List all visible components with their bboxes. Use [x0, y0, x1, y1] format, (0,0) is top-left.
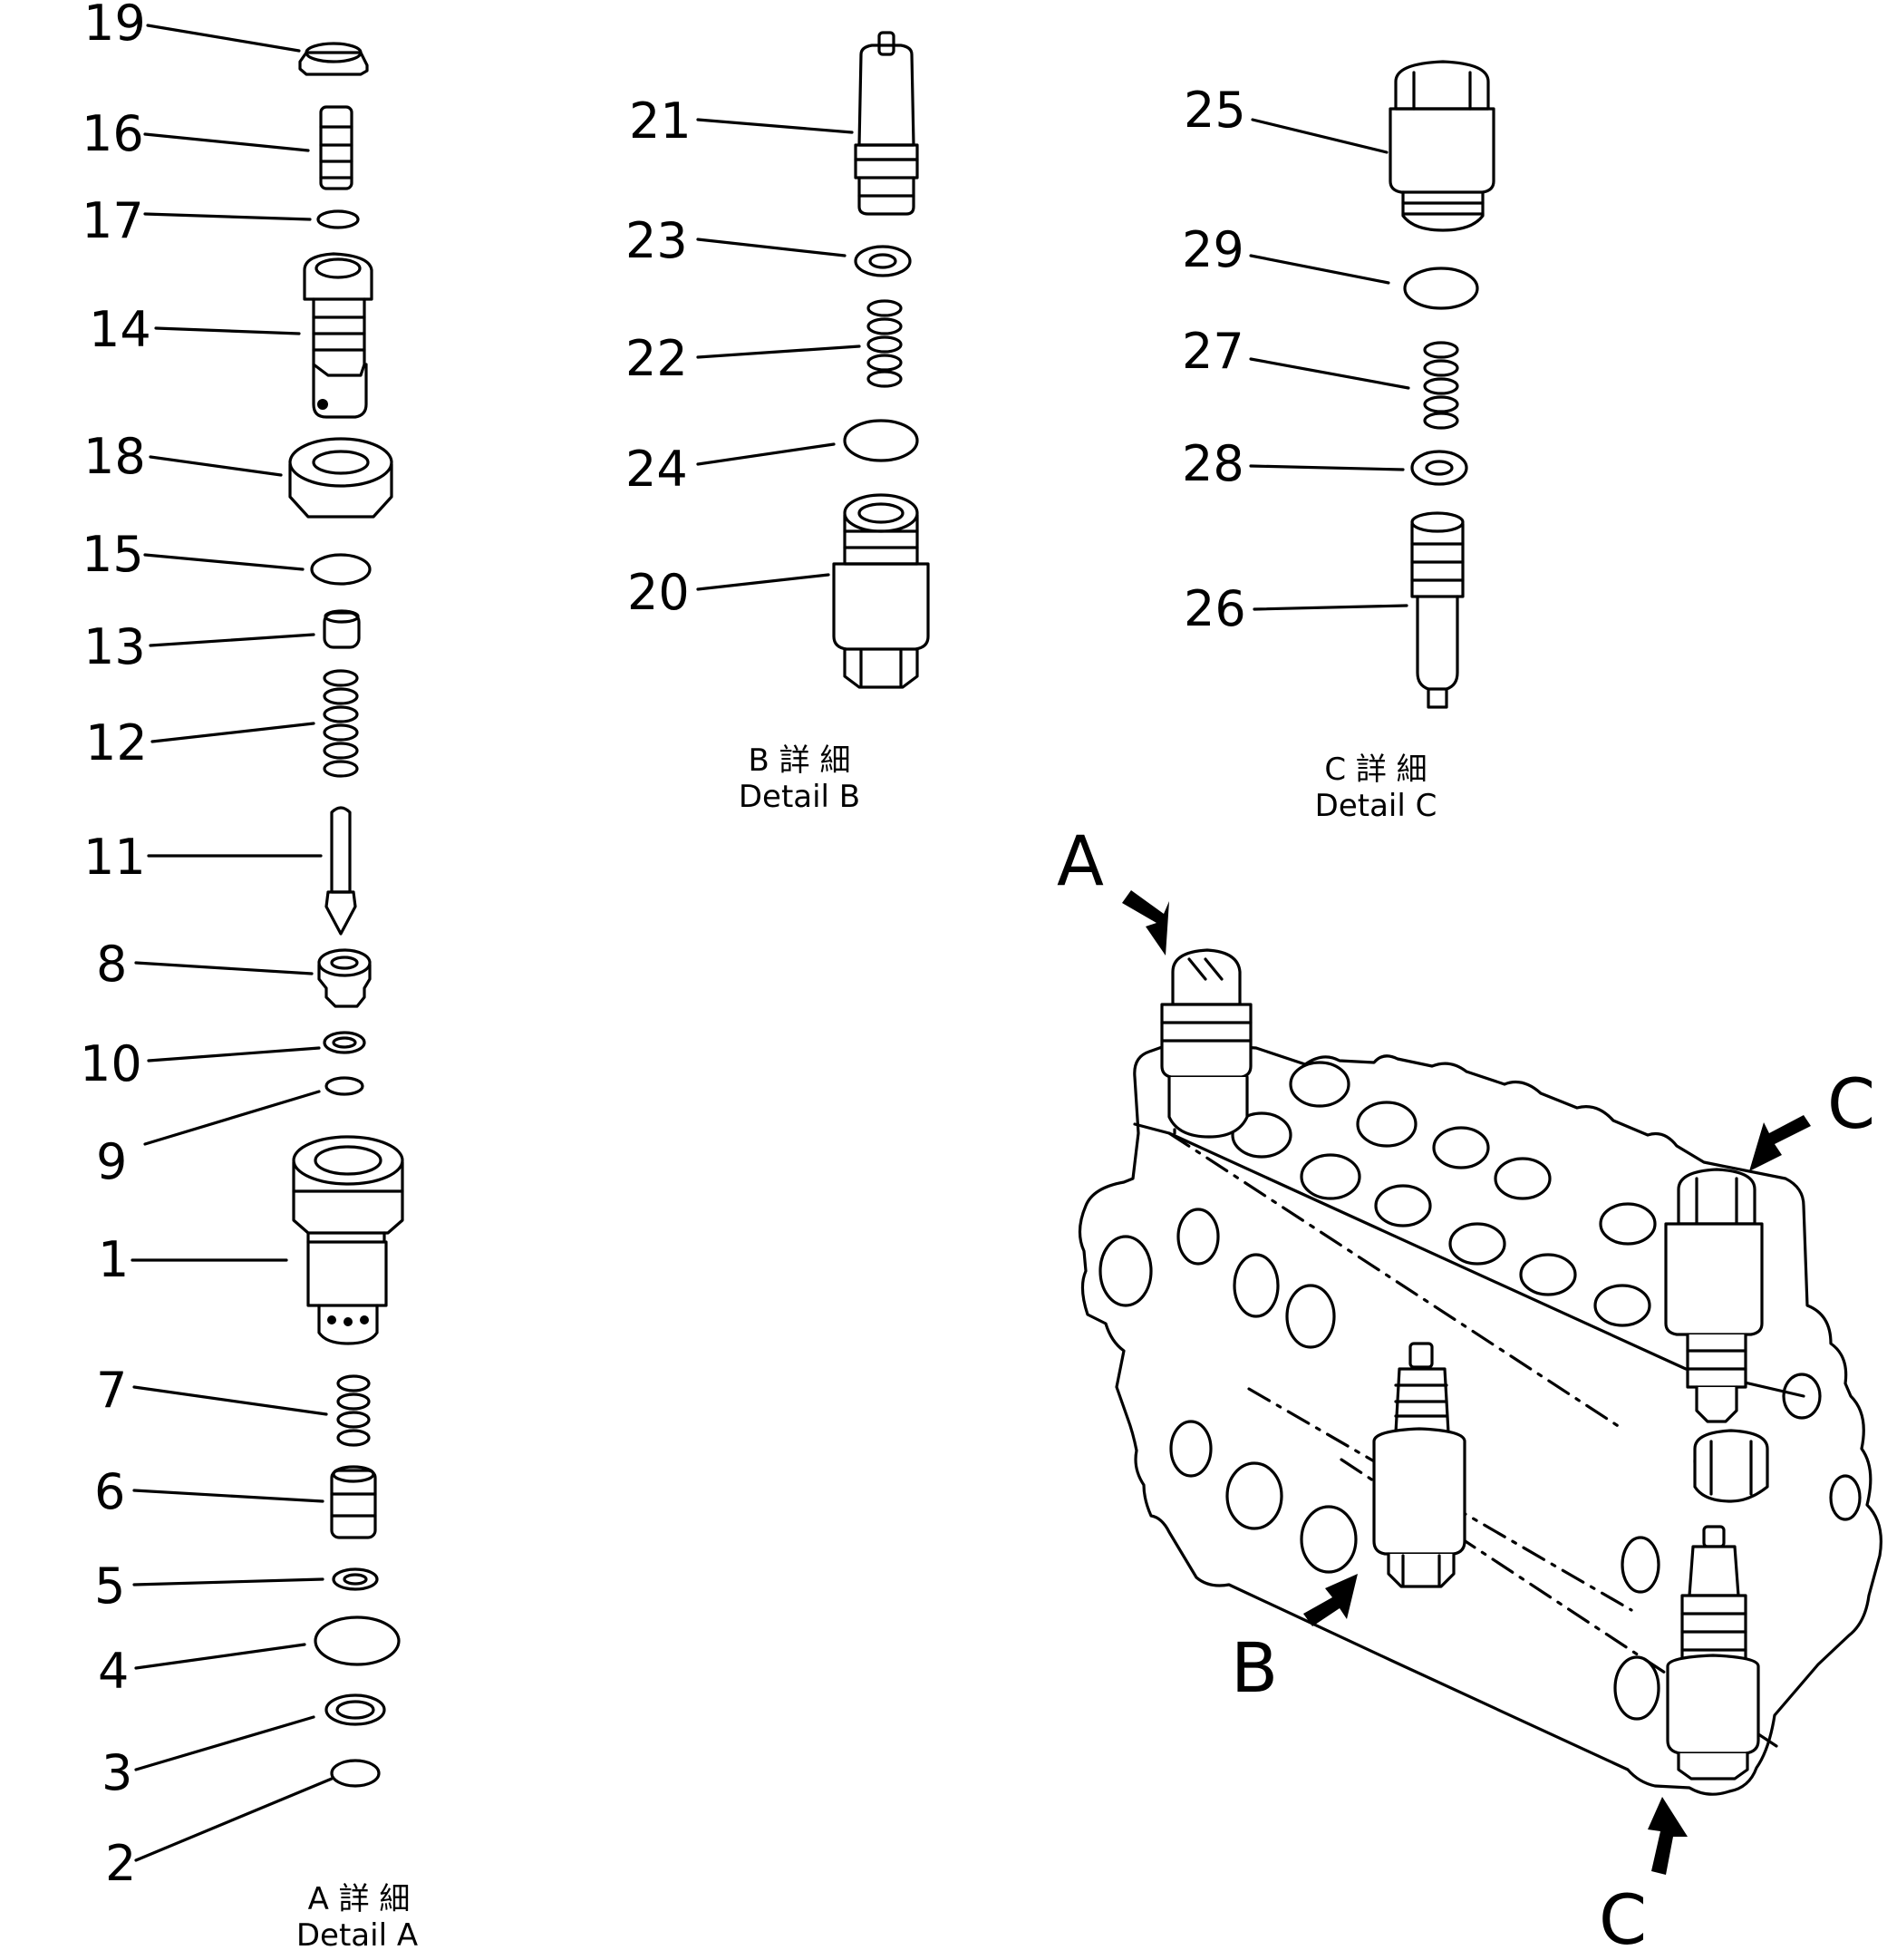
- part-16-adjusting-screw: [319, 105, 353, 190]
- part-8-valve-seat: [317, 948, 372, 1008]
- part-9-o-ring: [324, 1076, 364, 1096]
- part-13-spring-seat: [323, 609, 361, 649]
- detail-a-leader-lines: [131, 24, 334, 1862]
- callout-24: 24: [625, 441, 688, 498]
- view-arrows: [1122, 890, 1811, 1875]
- callout-16: 16: [82, 105, 144, 162]
- callout-10: 10: [80, 1035, 142, 1092]
- detail-c-caption-en: Detail C: [1315, 788, 1437, 824]
- part-29-o-ring: [1403, 267, 1479, 310]
- callout-6: 6: [94, 1463, 125, 1520]
- view-letter-a: A: [1057, 820, 1104, 901]
- view-letter-c-upper: C: [1827, 1063, 1875, 1144]
- callout-2: 2: [105, 1835, 136, 1892]
- detail-b-leader-lines: [696, 118, 861, 591]
- callout-1: 1: [98, 1231, 129, 1288]
- part-28-spring-seat: [1410, 450, 1468, 486]
- callout-numbers: 19 16 17 14 18 15 13 12 11 8 10 9 1 7 6 …: [80, 0, 1246, 1892]
- callout-4: 4: [98, 1643, 129, 1700]
- detail-c-parts: [1389, 60, 1495, 709]
- part-10-backup-ring: [323, 1031, 366, 1054]
- part-2-o-ring: [330, 1759, 381, 1788]
- callout-14: 14: [89, 301, 151, 358]
- part-17-o-ring: [316, 209, 360, 229]
- arrow-c-upper-icon: [1749, 1115, 1811, 1171]
- callout-27: 27: [1182, 323, 1244, 380]
- detail-b-caption-jp: B 詳 細: [749, 742, 851, 779]
- callout-25: 25: [1184, 82, 1246, 139]
- part-11-pilot-poppet: [324, 806, 357, 936]
- view-letter-b: B: [1231, 1627, 1278, 1708]
- part-25-valve-cap: [1389, 60, 1495, 232]
- part-4-o-ring: [314, 1616, 401, 1666]
- arrow-b-icon: [1303, 1574, 1358, 1626]
- assembly-valve-a: [1160, 948, 1253, 1139]
- part-12-spring: [323, 669, 359, 778]
- detail-b-caption-en: Detail B: [739, 779, 860, 815]
- part-22-spring: [866, 299, 903, 388]
- part-15-o-ring: [310, 553, 372, 586]
- callout-21: 21: [629, 92, 692, 150]
- assembly-valve-b: [1372, 1342, 1466, 1588]
- callout-8: 8: [96, 936, 127, 993]
- callout-22: 22: [625, 330, 688, 387]
- callout-20: 20: [627, 564, 690, 621]
- part-19-cap-nut: [298, 42, 369, 76]
- part-27-spring: [1423, 341, 1459, 430]
- callout-26: 26: [1184, 580, 1246, 637]
- part-24-o-ring: [843, 419, 919, 462]
- callout-18: 18: [83, 428, 146, 485]
- callout-17: 17: [82, 192, 144, 249]
- detail-a-caption-jp: A 詳 細: [308, 1881, 411, 1917]
- assembly-plug: [1693, 1429, 1769, 1503]
- part-1-valve-body: [292, 1135, 404, 1345]
- callout-12: 12: [85, 714, 148, 771]
- callout-15: 15: [82, 526, 144, 583]
- part-14-plug: [303, 252, 373, 419]
- part-21-valve-plug: [854, 31, 919, 216]
- detail-b-parts: [832, 31, 930, 689]
- callout-23: 23: [625, 212, 688, 269]
- detail-a-caption-en: Detail A: [296, 1917, 418, 1954]
- assembly-valve-c-lower: [1666, 1525, 1760, 1780]
- arrow-c-lower-icon: [1648, 1797, 1688, 1875]
- part-5-backup-ring: [332, 1567, 379, 1591]
- part-23-spring-seat: [854, 245, 912, 277]
- part-26-valve-plug: [1410, 511, 1465, 709]
- callout-7: 7: [96, 1362, 127, 1419]
- callout-13: 13: [83, 618, 146, 675]
- detail-c-caption-jp: C 詳 細: [1324, 752, 1427, 788]
- detail-captions: A 詳 細 Detail A B 詳 細 Detail B C 詳 細 Deta…: [296, 742, 1437, 1954]
- callout-29: 29: [1182, 221, 1244, 278]
- part-20-valve-body: [832, 493, 930, 689]
- view-letter-c-lower: C: [1599, 1879, 1647, 1960]
- part-7-spring: [336, 1374, 371, 1447]
- callout-19: 19: [83, 0, 146, 52]
- part-6-main-poppet: [330, 1465, 377, 1539]
- view-letters: A C B C: [1057, 820, 1875, 1960]
- control-valve-assembly: [1078, 948, 1882, 1796]
- detail-a-parts: [288, 42, 404, 1788]
- detail-c-leader-lines: [1249, 118, 1410, 611]
- part-18-lock-nut: [288, 437, 393, 519]
- arrow-a-icon: [1122, 890, 1169, 956]
- callout-5: 5: [94, 1557, 125, 1615]
- callout-9: 9: [96, 1133, 127, 1190]
- callout-3: 3: [102, 1744, 132, 1801]
- callout-11: 11: [83, 829, 146, 886]
- assembly-valve-c-upper: [1664, 1168, 1764, 1423]
- callout-28: 28: [1182, 435, 1244, 492]
- part-3-backup-ring: [324, 1693, 386, 1726]
